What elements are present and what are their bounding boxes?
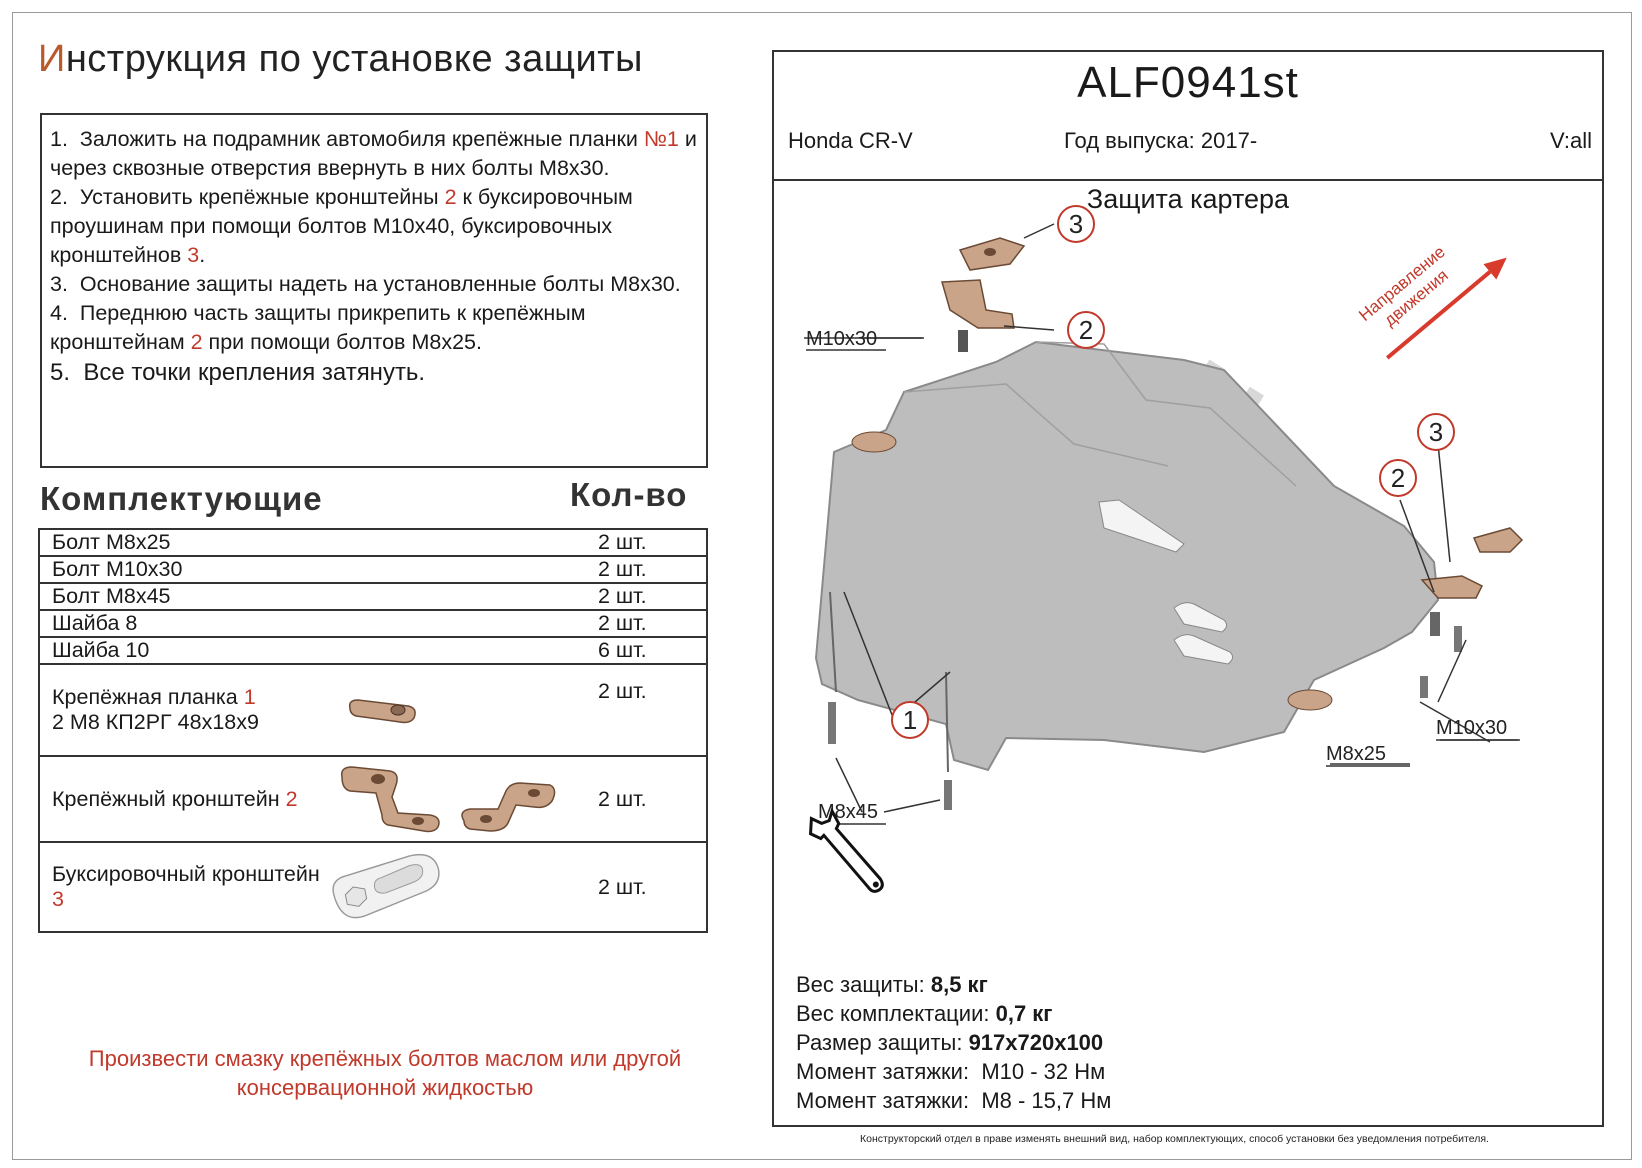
mounting-plate-image: [348, 699, 416, 724]
wrench-icon: [808, 807, 884, 893]
direction-indicator: Направление движения: [1355, 242, 1507, 360]
bracket-right: [1420, 575, 1484, 599]
spec-weight: Вес защиты: 8,5 кг: [796, 972, 988, 997]
step-5: 5. Все точки крепления затянуть.: [50, 359, 426, 386]
divider: [774, 179, 1602, 181]
callout-3-top: 3: [1069, 209, 1083, 239]
page-title: Инструкция по установке защиты: [38, 38, 643, 80]
disclaimer: Конструкторский отдел в праве изменять в…: [860, 1133, 1489, 1145]
installation-steps: 1. Заложить на подрамник автомобиля креп…: [40, 113, 708, 468]
spec-torque-m8: Момент затяжки: М8 - 15,7 Нм: [796, 1088, 1112, 1113]
kit-row-bracket: Крепёжный кронштейн 2 2 шт.: [38, 755, 708, 843]
step-1: 1. Заложить на подрамник автомобиля креп…: [50, 127, 697, 180]
car-model: Honda CR-V: [788, 128, 913, 153]
label-m8x45: М8х45: [818, 801, 878, 823]
label-m10x30-right: М10х30: [1436, 717, 1507, 739]
kit-heading: Комплектующие: [40, 480, 323, 517]
mounting-bracket-image: [340, 766, 556, 833]
qty-heading: Кол-во: [570, 476, 688, 513]
step-4: 4. Переднюю часть защиты прикрепить к кр…: [50, 301, 586, 354]
label-m10x30-left: М10х30: [806, 328, 877, 350]
tow-bracket-image: [332, 853, 440, 919]
bracket-top: [941, 279, 1015, 329]
product-panel: ALF0941st Honda CR-V Год выпуска: 2017- …: [772, 50, 1604, 1127]
product-code: ALF0941st: [1077, 58, 1299, 107]
tow-bracket-right: [1472, 527, 1524, 553]
engine-volume: V:all: [1550, 128, 1592, 153]
callout-1: 1: [903, 705, 917, 735]
year: Год выпуска: 2017-: [1064, 128, 1258, 153]
callout-2-right: 2: [1391, 463, 1405, 493]
spec-torque-m10: Момент затяжки: М10 - 32 Нм: [796, 1059, 1106, 1084]
spec-kit-weight: Вес комплектации: 0,7 кг: [796, 1001, 1053, 1026]
step-2: 2. Установить крепёжные кронштейны 2 к б…: [50, 185, 633, 267]
lubrication-note: Произвести смазку крепёжных болтов масло…: [88, 1046, 682, 1100]
callout-2-top: 2: [1079, 315, 1093, 345]
specifications: Вес защиты: 8,5 кг Вес комплектации: 0,7…: [796, 970, 1111, 1115]
direction-arrow: [1385, 270, 1492, 360]
kit-row-tow-bracket: Буксировочный кронштейн 3 2 шт.: [38, 841, 708, 933]
step-3: 3. Основание защиты надеть на установлен…: [50, 272, 681, 296]
label-m8x25: М8х25: [1326, 743, 1386, 765]
spec-size: Размер защиты: 917х720х100: [796, 1030, 1104, 1055]
diagram-title: Защита картера: [1086, 184, 1290, 214]
installation-diagram: ALF: [804, 205, 1524, 893]
page-frame: [12, 12, 1632, 1160]
callout-3-right: 3: [1429, 417, 1443, 447]
